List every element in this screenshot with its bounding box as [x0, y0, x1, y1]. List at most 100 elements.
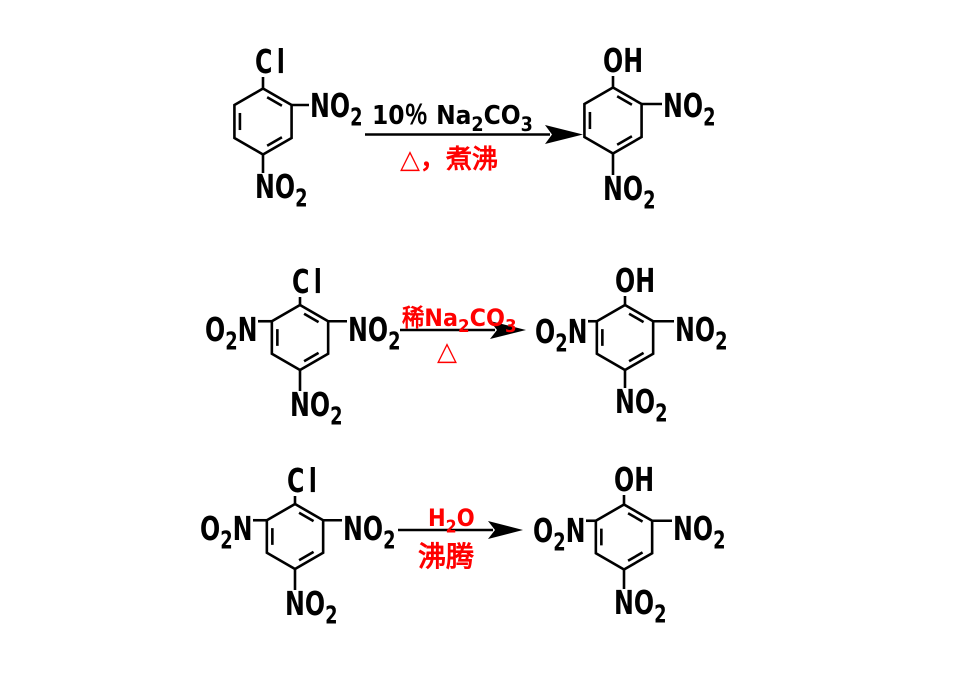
hydroxyl-label: OH — [614, 460, 654, 499]
nitro-label-left: O2N — [535, 312, 587, 358]
formula-text: O — [205, 310, 225, 349]
benzene-ring — [595, 303, 655, 372]
ring-double-bond — [616, 95, 633, 106]
ring-double-bond — [303, 351, 320, 363]
ring-outline — [270, 303, 330, 372]
subscript: 2 — [555, 330, 567, 359]
formula-text: O — [535, 312, 555, 351]
nitro-label-bottom: NO2 — [255, 167, 307, 213]
nitro-label-right: NO2 — [310, 86, 362, 132]
subscript: 2 — [713, 527, 725, 556]
subscript: 2 — [458, 317, 470, 338]
formula-text: Cl — [255, 42, 289, 81]
formula-text: NO — [348, 310, 388, 349]
formula-text: O — [533, 511, 553, 550]
formula-text: OH — [614, 460, 654, 499]
ring-double-bond — [627, 551, 644, 562]
subscript: 2 — [330, 403, 342, 432]
ring-double-bond — [628, 312, 645, 324]
formula-text: Cl — [292, 262, 326, 301]
subscript: 2 — [350, 104, 362, 133]
subscript: 2 — [655, 400, 667, 429]
benzene-ring — [583, 85, 643, 156]
chloro-label: Cl — [287, 461, 321, 500]
reactant-3-picryl-chloride: Cl O2N NO2 NO2 — [200, 461, 395, 630]
formula-text: NO — [614, 583, 654, 622]
subscript: 2 — [703, 104, 715, 133]
formula-text: 稀Na — [402, 304, 458, 332]
nitro-label-bottom: NO2 — [285, 584, 337, 630]
subscript: 2 — [220, 527, 232, 556]
formula-text: OH — [603, 41, 643, 80]
formula-text: OH — [615, 261, 655, 300]
nitro-label-left: O2N — [205, 310, 257, 356]
subscript: 2 — [225, 328, 237, 357]
subscript: 2 — [446, 515, 457, 536]
condition-water: H2O — [428, 505, 475, 537]
subscript: 2 — [654, 601, 666, 630]
reaction-arrow-2: 稀Na2CO3 △ — [400, 304, 526, 367]
formula-text: NO — [310, 86, 350, 125]
benzene-ring — [594, 502, 654, 572]
benzene-ring — [270, 303, 330, 372]
subscript: 2 — [388, 328, 400, 357]
formula-text: NO — [603, 169, 643, 208]
arrow-head — [488, 521, 523, 539]
arrow-head — [545, 125, 583, 144]
nitro-label-bottom: NO2 — [615, 382, 667, 428]
formula-text: N — [566, 511, 586, 550]
reactant-1-chlorodinitrobenzene: Cl NO2 NO2 — [233, 42, 362, 213]
subscript: 2 — [715, 328, 727, 357]
formula-text: Cl — [287, 461, 321, 500]
reaction-2: Cl O2N NO2 NO2 稀Na2CO3 △ — [205, 261, 727, 431]
formula-text: NO — [675, 310, 715, 349]
nitro-label-left: O2N — [533, 511, 585, 557]
formula-text: NO — [663, 86, 703, 125]
subscript: 3 — [505, 317, 517, 338]
nitro-label-bottom: NO2 — [603, 169, 655, 215]
chloro-label: Cl — [255, 42, 289, 81]
formula-text: H — [428, 505, 446, 533]
nitro-label-right: NO2 — [343, 509, 395, 555]
ring-double-bond — [303, 312, 320, 324]
ring-double-bond — [628, 351, 645, 363]
nitro-label-bottom: NO2 — [614, 583, 666, 629]
benzene-ring — [265, 502, 325, 571]
arrow-head — [490, 321, 526, 339]
formula-text: CO — [470, 304, 505, 332]
formula-text: NO — [285, 584, 325, 623]
formula-text: O — [457, 505, 475, 533]
chloro-label: Cl — [292, 262, 326, 301]
reaction-1: Cl NO2 NO2 10％ Na2CO3 △，煮沸 — [233, 41, 715, 215]
formula-text: CO — [484, 100, 521, 130]
condition-reagent: 10％ Na2CO3 — [372, 100, 533, 136]
subscript: 2 — [295, 185, 307, 214]
formula-text: 10％ Na — [372, 100, 471, 130]
reactant-2-picryl-chloride: Cl O2N NO2 NO2 — [205, 262, 400, 431]
ring-double-bond — [298, 511, 315, 523]
subscript: 2 — [383, 527, 395, 556]
product-1-dinitrophenol: OH NO2 NO2 — [583, 41, 715, 215]
subscript: 2 — [553, 529, 565, 558]
reaction-arrow-1: 10％ Na2CO3 △，煮沸 — [365, 100, 583, 175]
hydroxyl-label: OH — [615, 261, 655, 300]
nitro-label-right: NO2 — [348, 310, 400, 356]
reaction-3: Cl O2N NO2 NO2 H2O 沸腾 — [200, 460, 725, 630]
formula-text: N — [568, 312, 588, 351]
reaction-arrow-3: H2O 沸腾 — [398, 505, 523, 573]
subscript: 2 — [325, 602, 337, 631]
subscript: 2 — [643, 187, 655, 216]
hydroxyl-label: OH — [603, 41, 643, 80]
ring-double-bond — [266, 136, 283, 147]
subscript: 3 — [521, 114, 533, 136]
formula-text: NO — [673, 509, 713, 548]
ring-outline — [594, 502, 654, 572]
condition-heat-boil: △，煮沸 — [400, 145, 498, 175]
nitro-label-left: O2N — [200, 509, 252, 555]
ring-outline — [265, 502, 325, 571]
product-2-picric-acid: OH O2N NO2 NO2 — [535, 261, 727, 428]
formula-text: N — [233, 509, 253, 548]
product-3-picric-acid: OH O2N NO2 NO2 — [533, 460, 725, 629]
ring-outline — [233, 86, 293, 157]
